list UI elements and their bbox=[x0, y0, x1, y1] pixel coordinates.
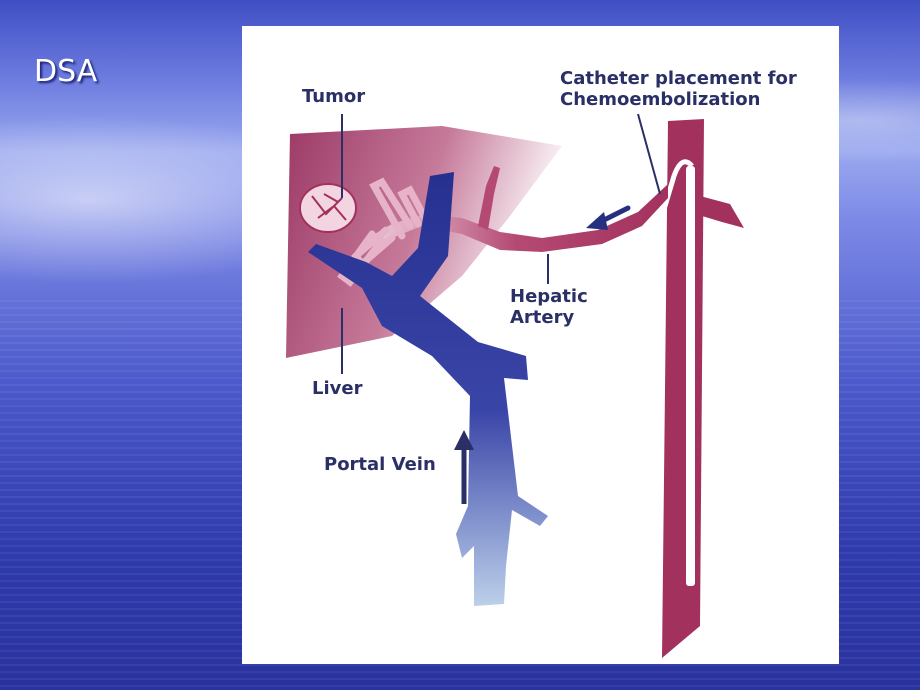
label-portal-vein: Portal Vein bbox=[324, 454, 436, 475]
celiac-branch bbox=[700, 196, 744, 228]
diagram-panel: Tumor Catheter placement for Chemoemboli… bbox=[242, 26, 839, 664]
label-liver: Liver bbox=[312, 378, 363, 399]
portal-arrow-head bbox=[454, 430, 474, 450]
leader-catheter bbox=[637, 113, 661, 195]
liver-diagram bbox=[286, 113, 744, 658]
tumor-vessels bbox=[311, 193, 347, 221]
tumor-mass bbox=[299, 183, 357, 233]
artery-branch-up bbox=[478, 166, 500, 230]
catheter-line bbox=[620, 159, 694, 243]
portal-vein bbox=[308, 172, 548, 606]
label-hepatic-artery: Hepatic Artery bbox=[510, 286, 588, 328]
flow-arrow-head bbox=[586, 212, 608, 230]
catheter-tip bbox=[619, 230, 643, 252]
catheter-shaft bbox=[686, 166, 695, 586]
label-tumor: Tumor bbox=[302, 86, 366, 107]
hepatic-artery bbox=[364, 184, 668, 252]
slide-title: DSA bbox=[34, 54, 98, 89]
label-catheter: Catheter placement for Chemoembolization bbox=[560, 68, 797, 110]
